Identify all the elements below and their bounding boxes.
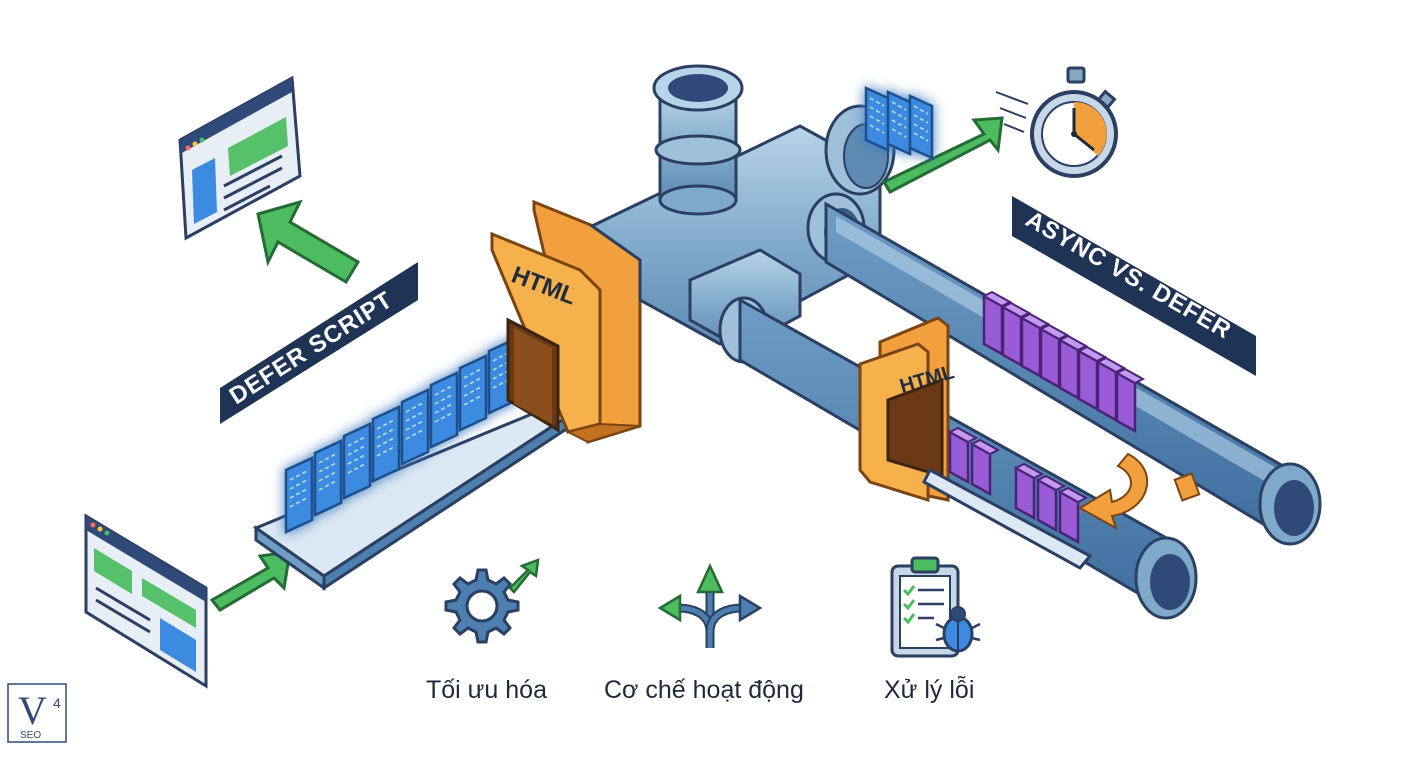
script-block bbox=[886, 90, 912, 156]
script-block-purple bbox=[1013, 462, 1045, 521]
clipboard-bug-icon bbox=[890, 556, 981, 658]
script-block bbox=[313, 439, 343, 517]
green-arrow-top-right bbox=[881, 116, 1004, 194]
async-vs-defer-banner-text: ASYNC VS. DEFER bbox=[1021, 206, 1236, 345]
html-document-secondary: HTML bbox=[858, 316, 957, 503]
script-block bbox=[284, 456, 314, 534]
browser-window-bottom-icon bbox=[84, 513, 208, 689]
feature-label-optimization: Tối ưu hóa bbox=[426, 676, 547, 704]
feature-label-mechanism: Cơ chế hoạt động bbox=[604, 676, 804, 704]
defer-script-banner: DEFER SCRIPT bbox=[220, 262, 418, 424]
central-pipe-junction bbox=[589, 64, 896, 364]
top-script-blocks bbox=[864, 86, 934, 160]
logo-sub: SEO bbox=[20, 730, 41, 741]
green-arrow-to-top-window bbox=[256, 199, 361, 285]
logo-superscript: 4 bbox=[53, 695, 61, 711]
logo-letter: V bbox=[18, 688, 47, 733]
script-block bbox=[429, 371, 459, 449]
script-block bbox=[864, 86, 890, 152]
browser-window-top-icon bbox=[178, 75, 302, 241]
script-block-purple bbox=[1035, 474, 1067, 533]
script-block-purple bbox=[1057, 334, 1089, 401]
script-block bbox=[342, 422, 372, 500]
script-block-purple bbox=[1114, 367, 1146, 434]
v4-seo-logo: V 4 SEO bbox=[7, 683, 67, 743]
script-block-purple bbox=[1095, 356, 1127, 423]
orange-curved-arrow bbox=[1078, 452, 1201, 531]
defer-script-banner-text: DEFER SCRIPT bbox=[225, 286, 398, 410]
script-block-purple bbox=[947, 426, 979, 485]
lower-conveyor-tray bbox=[922, 467, 1093, 570]
feature-label-error-handling: Xử lý lỗi bbox=[884, 676, 975, 704]
left-conveyor-tray bbox=[252, 402, 571, 591]
purple-script-blocks-lower bbox=[947, 426, 1089, 545]
script-block-purple bbox=[1057, 486, 1089, 545]
purple-script-blocks-upper bbox=[981, 290, 1146, 434]
script-block-purple bbox=[1000, 301, 1032, 368]
script-block bbox=[458, 354, 488, 432]
script-block bbox=[400, 388, 430, 466]
script-block-purple bbox=[1038, 323, 1070, 390]
branching-arrows-icon bbox=[657, 563, 763, 648]
script-block bbox=[371, 405, 401, 483]
script-block-purple bbox=[969, 438, 1001, 497]
script-block bbox=[908, 94, 934, 160]
green-arrow-to-conveyor bbox=[209, 550, 292, 612]
gear-growth-icon bbox=[444, 558, 540, 644]
html-document-main: HTML bbox=[490, 199, 642, 444]
stopwatch-icon bbox=[995, 66, 1118, 178]
